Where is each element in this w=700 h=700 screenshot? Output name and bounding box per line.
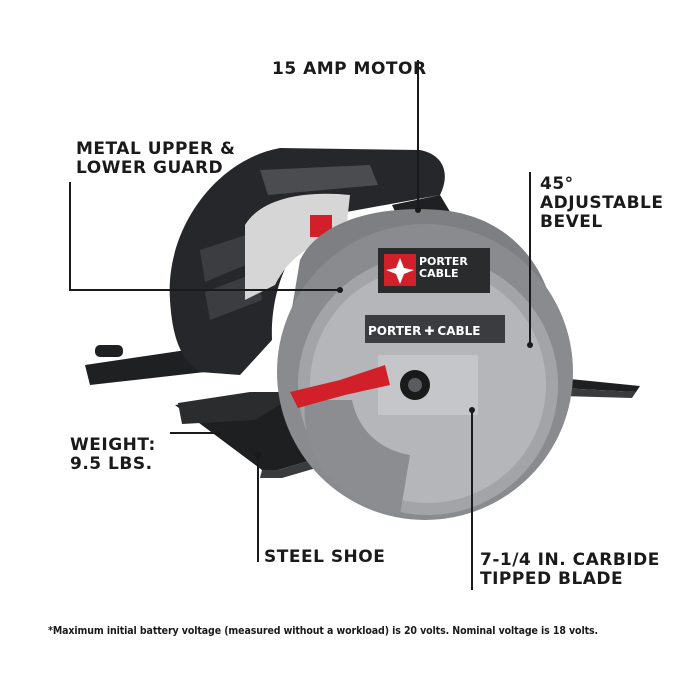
- callout-bevel-line-2: ADJUSTABLE: [540, 193, 664, 213]
- callout-guard-line-2: LOWER GUARD: [76, 158, 224, 178]
- callout-weight-line-1: WEIGHT:: [70, 435, 156, 455]
- callout-motor: 15 AMP MOTOR: [272, 59, 427, 79]
- brand-text-top: PORTER CABLE: [419, 256, 468, 280]
- callout-dots: [215, 207, 533, 458]
- brand-line-1: PORTER: [419, 255, 468, 268]
- brand-line-2: CABLE: [419, 267, 459, 280]
- callout-bevel-line-1: 45°: [540, 174, 574, 194]
- callout-bevel-line-3: BEVEL: [540, 212, 603, 232]
- callout-guard-line-1: METAL UPPER &: [76, 139, 236, 159]
- callout-blade: 7-1/4 IN. CARBIDE TIPPED BLADE: [480, 551, 660, 589]
- footnote: *Maximum initial battery voltage (measur…: [48, 625, 599, 637]
- callout-weight: WEIGHT: 9.5 LBS.: [70, 436, 156, 474]
- callout-blade-line-1: 7-1/4 IN. CARBIDE: [480, 550, 660, 570]
- rear-handle: [85, 345, 205, 385]
- saw-body: [169, 148, 452, 375]
- depth-adjust-lever: [290, 365, 430, 408]
- callout-lines: [69, 60, 531, 590]
- brand-logo-plate: [378, 248, 490, 293]
- callout-bevel: 45° ADJUSTABLE BEVEL: [540, 175, 663, 232]
- callout-weight-line-2: 9.5 LBS.: [70, 454, 153, 474]
- callout-shoe: STEEL SHOE: [264, 547, 386, 567]
- blade-brand-right: CABLE: [437, 324, 481, 338]
- callout-blade-line-2: TIPPED BLADE: [480, 569, 624, 589]
- blade-brand-left: PORTER: [368, 324, 422, 338]
- blade-brand-text: PORTER✚CABLE: [368, 324, 481, 338]
- callout-guard: METAL UPPER & LOWER GUARD: [76, 140, 235, 178]
